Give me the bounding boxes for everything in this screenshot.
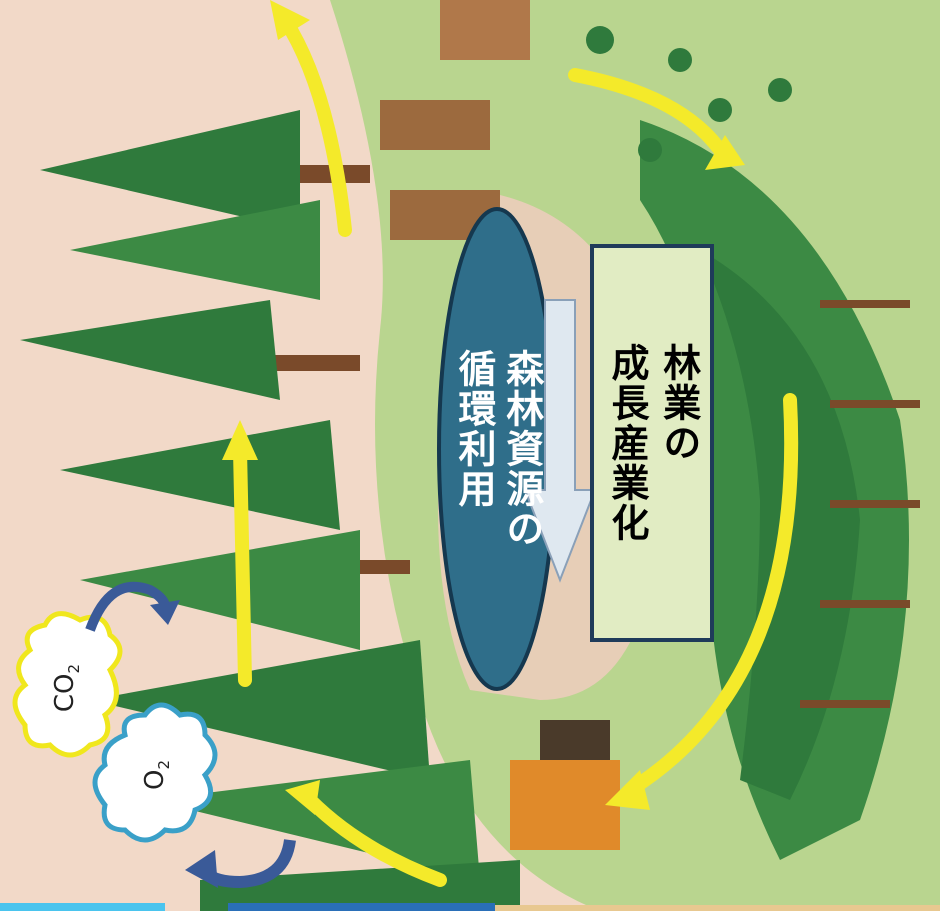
o2-text: O [140,769,170,791]
big-arrow [523,299,597,583]
o2-swirl-arrow [200,838,296,889]
bottom-bar-right [495,905,940,911]
cycle-arrow-1 [278,13,352,237]
o2-swirl-arrowhead [185,850,218,888]
cycle-label-line2: 循環利用 [452,349,496,509]
cycle-arrows [233,13,799,887]
co2-text: CO [50,673,80,713]
bottom-bar-middle [228,903,495,911]
cycle-label: 森林資源の 循環利用 [440,210,554,688]
cycle-arrow-5 [233,443,252,687]
result-box [590,244,714,642]
cycle-arrow-3 [623,393,799,797]
co2-cloud [12,611,123,758]
cycle-arrowheads [222,0,745,815]
cycle-arrow-4 [303,793,447,887]
left-forest [20,110,520,911]
co2-label: CO2 [50,658,90,718]
bottom-bar-left [0,903,165,911]
cycle-label-line1: 森林資源の [499,349,544,549]
arrowhead-1 [270,0,310,40]
result-label-line2: 成長産業化 [605,343,649,543]
o2-cloud [92,702,218,843]
arrowhead-3 [605,770,650,810]
co2-subscript: 2 [65,663,84,674]
arrowhead-2 [705,135,745,170]
o2-subscript: 2 [155,760,174,770]
o2-label: O2 [140,745,180,805]
arrowhead-4 [285,780,320,815]
arrowhead-5 [222,420,258,460]
harvester-machine [510,720,620,850]
result-label-line1: 林業の [656,343,701,463]
result-label: 林業の 成長産業化 [592,246,712,640]
co2-swirl-arrowhead [150,600,180,625]
cycle-arrow-2 [568,68,727,157]
